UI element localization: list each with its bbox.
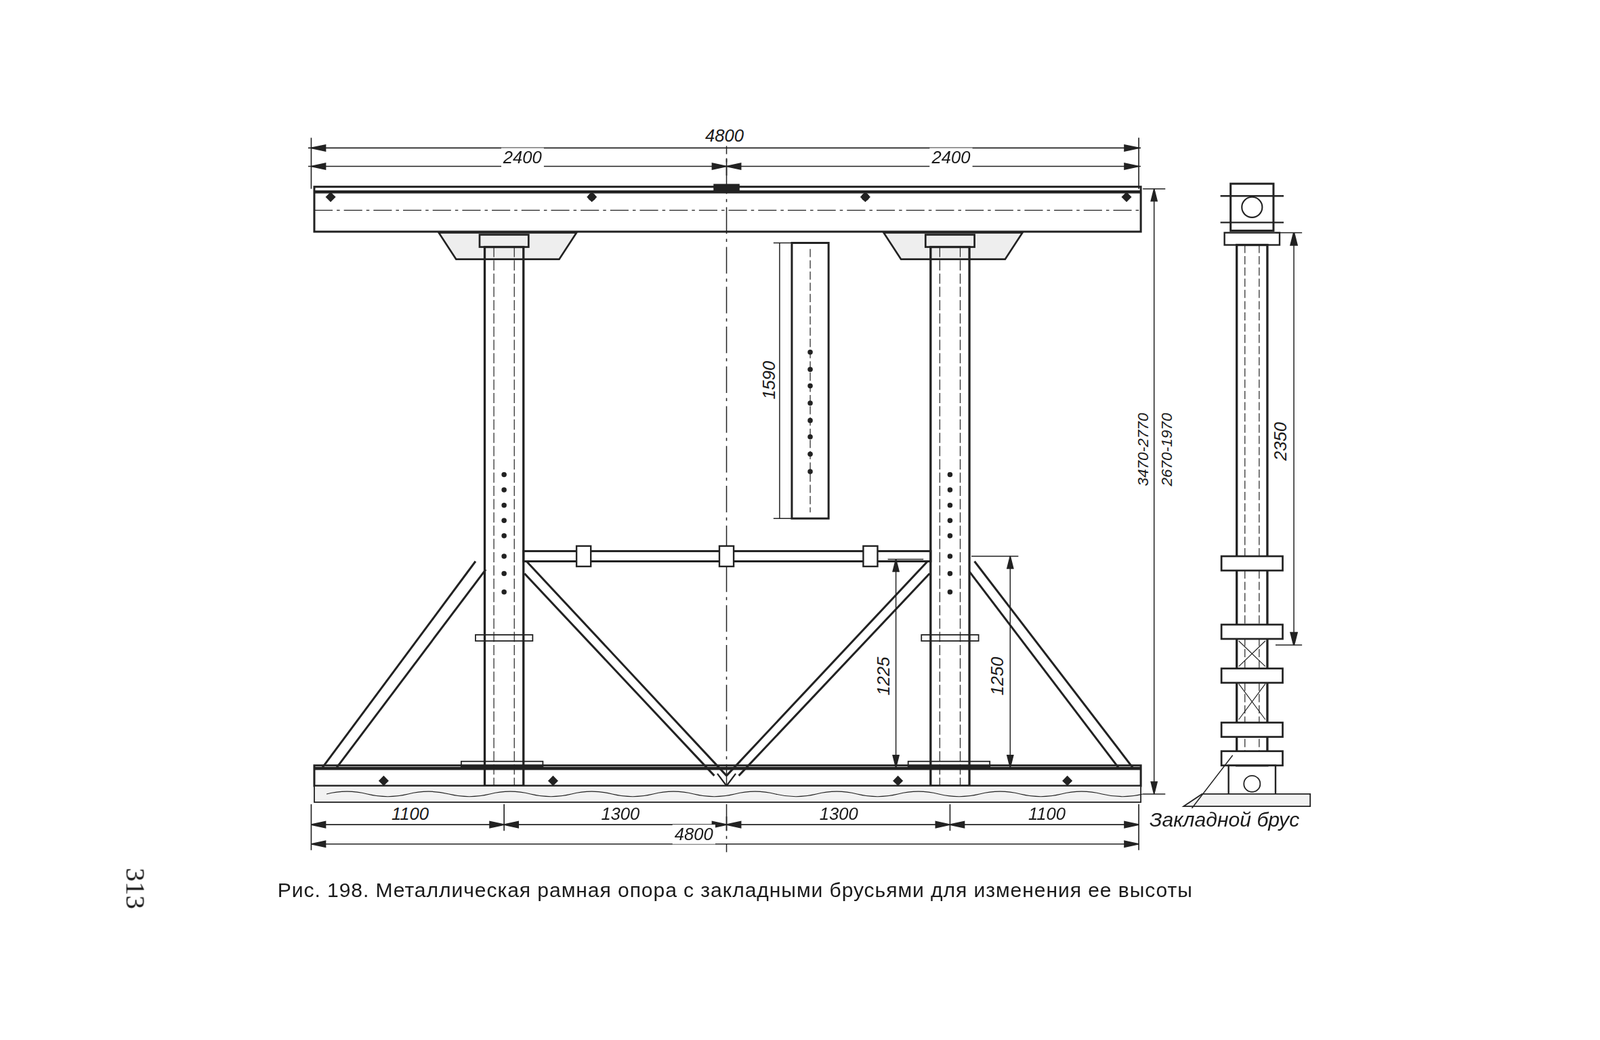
top-beam [314,184,1141,232]
dimension-label: 1590 [759,358,780,402]
dimension-label: 2400 [501,147,544,168]
dimension-label: 2670-1970 [1157,410,1176,488]
bottom-dimensions [310,804,1139,851]
figure-caption: Рис. 198. Металлическая рамная опора с з… [277,878,1193,903]
side-view [1183,183,1311,809]
dimension-label: 3470-2770 [1133,410,1152,488]
dimension-label: 2350 [1270,419,1291,462]
dimension-label: 1100 [389,803,431,824]
dimension-label: 4800 [703,125,746,146]
bottom-beam [314,761,1143,803]
columns [475,247,979,786]
dimension-label: 4800 [672,823,716,844]
dimension-label: 1100 [1026,803,1068,824]
page-number: 313 [119,865,150,911]
dimension-label: 1300 [598,803,642,824]
diagonal-braces [322,561,1133,786]
height-dimensions [888,188,1166,794]
inset-piece [773,243,829,519]
centre-line [726,127,728,853]
part-name: Закладной брус [1147,808,1302,831]
dimension-label: 2400 [929,147,973,168]
dimension-label: 1225 [873,654,894,698]
horizontal-strut [523,545,931,567]
dimension-label: 1250 [988,654,1008,698]
dimension-label: 1300 [817,803,861,824]
